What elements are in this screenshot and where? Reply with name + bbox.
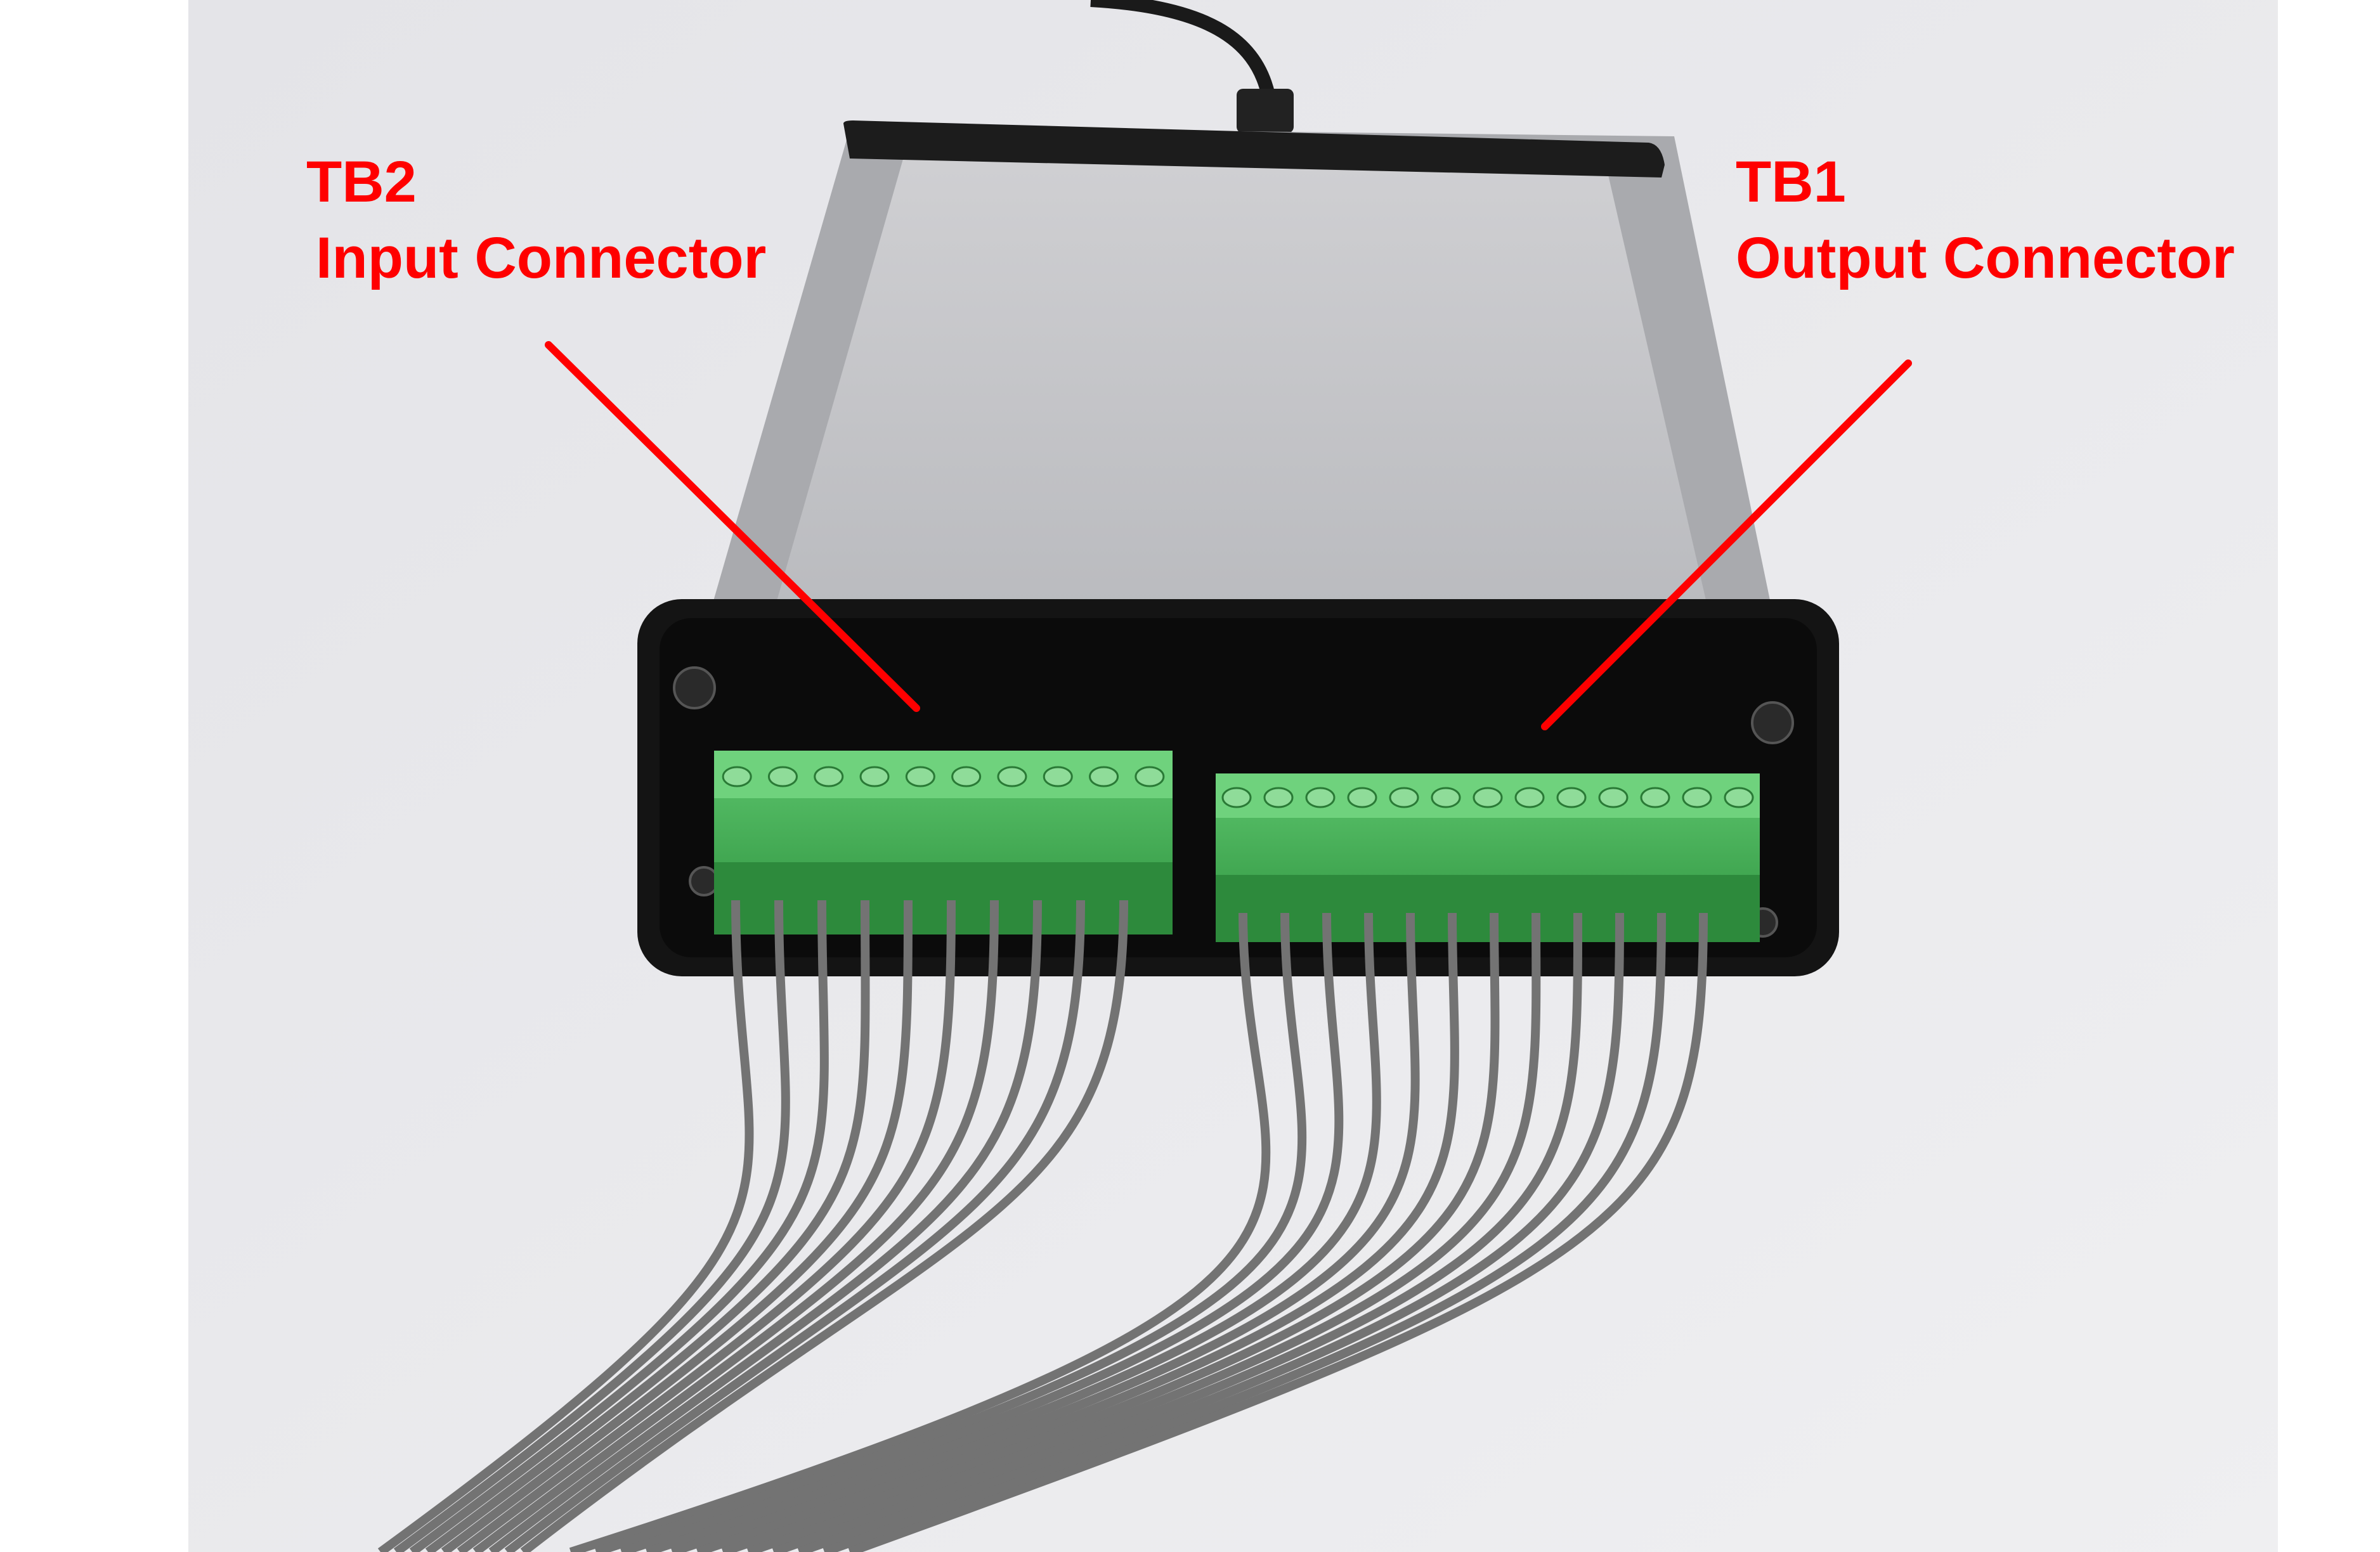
wire	[620, 912, 1344, 1552]
wire	[520, 900, 1128, 1552]
tb2-description: Input Connector	[316, 226, 766, 290]
wire	[409, 900, 829, 1552]
wire	[393, 900, 790, 1552]
screw-terminal	[1305, 787, 1336, 808]
wire	[848, 912, 1708, 1552]
terminal-block-tb1	[1216, 773, 1760, 942]
wire-bundle	[377, 900, 1708, 1552]
screw-icon	[1751, 701, 1794, 744]
screw-terminal	[1221, 787, 1252, 808]
screw-terminal	[1347, 787, 1377, 808]
wire	[823, 912, 1666, 1552]
screw-terminal	[767, 766, 798, 787]
wire	[504, 900, 1085, 1552]
wire	[457, 900, 956, 1552]
screw-terminal	[905, 766, 935, 787]
screw-terminal	[1556, 787, 1587, 808]
screw-terminal	[1431, 787, 1461, 808]
screw-terminal	[1135, 766, 1165, 787]
screw-terminal	[1682, 787, 1712, 808]
enclosure	[710, 120, 1776, 628]
screw-icon	[689, 866, 719, 896]
tb1-label: TB1	[1736, 150, 1846, 214]
screw-terminal	[997, 766, 1027, 787]
tb1-description: Output Connector	[1736, 226, 2235, 290]
wire	[645, 912, 1381, 1552]
wire	[721, 912, 1500, 1552]
panel-screws	[673, 666, 1794, 938]
screw-terminal	[951, 766, 982, 787]
screw-terminal	[1640, 787, 1670, 808]
rear-endcap	[843, 120, 1665, 178]
tb2-pointer-line	[545, 341, 920, 712]
cable-strain-relief	[1237, 89, 1294, 133]
tb1-pointer-line	[1541, 359, 1912, 730]
wire	[488, 900, 1042, 1552]
screw-terminal	[1598, 787, 1629, 808]
screw-icon	[673, 666, 716, 709]
screw-terminal	[1263, 787, 1294, 808]
wire	[377, 900, 754, 1552]
wire	[441, 900, 913, 1552]
wire	[425, 900, 870, 1552]
screw-terminal	[1514, 787, 1545, 808]
tb2-label: TB2	[306, 150, 417, 214]
wire	[746, 912, 1541, 1552]
screw-terminal	[1724, 787, 1754, 808]
screw-terminal	[1473, 787, 1503, 808]
screw-terminal	[1043, 766, 1073, 787]
wire	[772, 912, 1583, 1552]
wire	[472, 900, 999, 1552]
wire	[696, 912, 1459, 1552]
screw-terminal	[1389, 787, 1419, 808]
screw-terminal	[1089, 766, 1119, 787]
terminal-block-tb2	[714, 751, 1173, 934]
usb-cable	[1090, 0, 1275, 97]
screw-terminal	[814, 766, 844, 787]
wire	[797, 912, 1624, 1552]
screw-terminal	[859, 766, 890, 787]
wire	[569, 912, 1271, 1552]
wire	[594, 912, 1307, 1552]
screw-terminal	[722, 766, 752, 787]
wire	[670, 912, 1420, 1552]
